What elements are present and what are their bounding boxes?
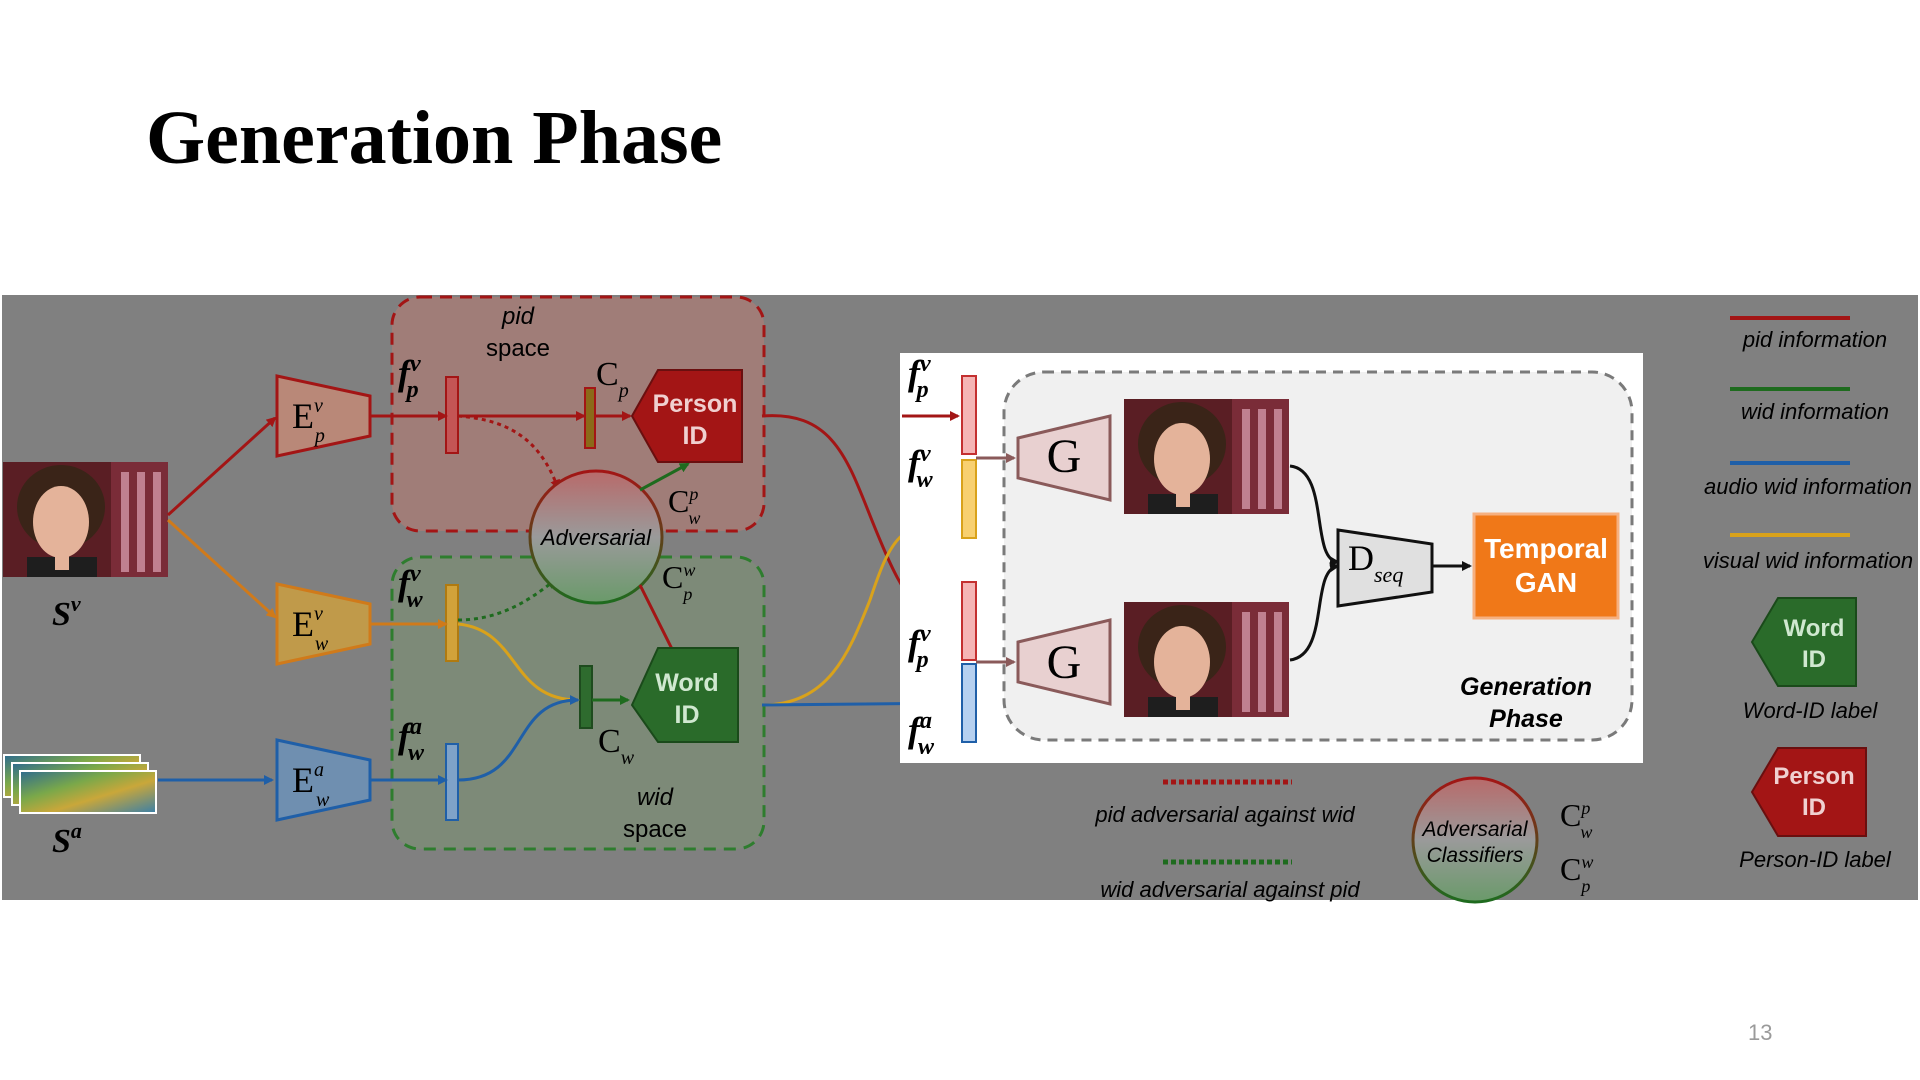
svg-text:Person: Person [1773, 763, 1854, 790]
classifier-label-cw: Cw [598, 723, 635, 769]
svg-text:Eaw: Eaw [292, 759, 330, 811]
adversarial-label: Adversarial [539, 525, 652, 550]
svg-text:G: G [1047, 430, 1082, 483]
legend-adversarial-circle [1411, 776, 1539, 904]
visual-input-image [3, 462, 168, 577]
sequence-discriminator: Dseq [1336, 528, 1434, 608]
svg-text:ID: ID [1802, 794, 1826, 821]
legend-word-id-box: Word ID [1750, 597, 1857, 687]
feature-bar-fpv [445, 376, 459, 454]
generator-bottom: G [1016, 618, 1112, 706]
svg-text:ID: ID [683, 422, 708, 450]
generated-face-bottom [1124, 602, 1289, 717]
adversarial-circle [528, 469, 664, 605]
gen-feature-fwv-top [961, 459, 977, 539]
legend-pid-adv-text: pid adversarial against wid [1094, 802, 1355, 827]
legend-visual-text: visual wid information [1703, 548, 1913, 573]
generated-face-top [1124, 399, 1289, 514]
generator-top: G [1016, 414, 1112, 502]
svg-text:Word: Word [655, 669, 718, 697]
svg-text:GAN: GAN [1515, 567, 1577, 598]
temporal-gan-box: Temporal GAN [1472, 512, 1620, 620]
legend-person-id-box: Person ID [1750, 747, 1867, 837]
word-id-box: Word ID [630, 647, 739, 743]
svg-text:ID: ID [1802, 646, 1826, 673]
legend-pid-text: pid information [1742, 327, 1887, 352]
person-id-box: Person ID [630, 369, 743, 463]
feature-bar-fwa [445, 743, 459, 821]
classifier-bar-cp [584, 387, 596, 449]
svg-text:Evp: Evp [292, 395, 325, 447]
gen-feature-fpv-top [961, 375, 977, 455]
audio-input-label: Sa [52, 818, 82, 860]
gen-feature-fwa-bottom [961, 663, 977, 743]
page-number: 13 [1748, 1020, 1773, 1045]
classifier-label-cp: Cp [596, 356, 629, 402]
legend-wid-text: wid information [1741, 399, 1889, 424]
legend-word-id-label: Word-ID label [1743, 698, 1879, 723]
svg-text:Temporal: Temporal [1484, 533, 1608, 564]
slide-title: Generation Phase [146, 96, 723, 180]
feature-bar-fwv [445, 584, 459, 662]
svg-text:Word: Word [1784, 615, 1845, 642]
svg-text:ID: ID [675, 701, 700, 729]
svg-text:Dseq: Dseq [1348, 538, 1403, 587]
legend-person-id-label: Person-ID label [1739, 847, 1892, 872]
svg-text:G: G [1047, 636, 1082, 689]
svg-text:Person: Person [653, 390, 738, 418]
classifier-bar-cw [579, 665, 593, 729]
visual-input-label: Sv [52, 591, 81, 633]
legend-audio-text: audio wid information [1704, 474, 1912, 499]
svg-text:Evw: Evw [292, 603, 329, 655]
audio-input-spectrogram [3, 754, 157, 814]
gen-feature-fpv-bottom [961, 581, 977, 661]
legend-wid-adv-text: wid adversarial against pid [1100, 877, 1360, 902]
